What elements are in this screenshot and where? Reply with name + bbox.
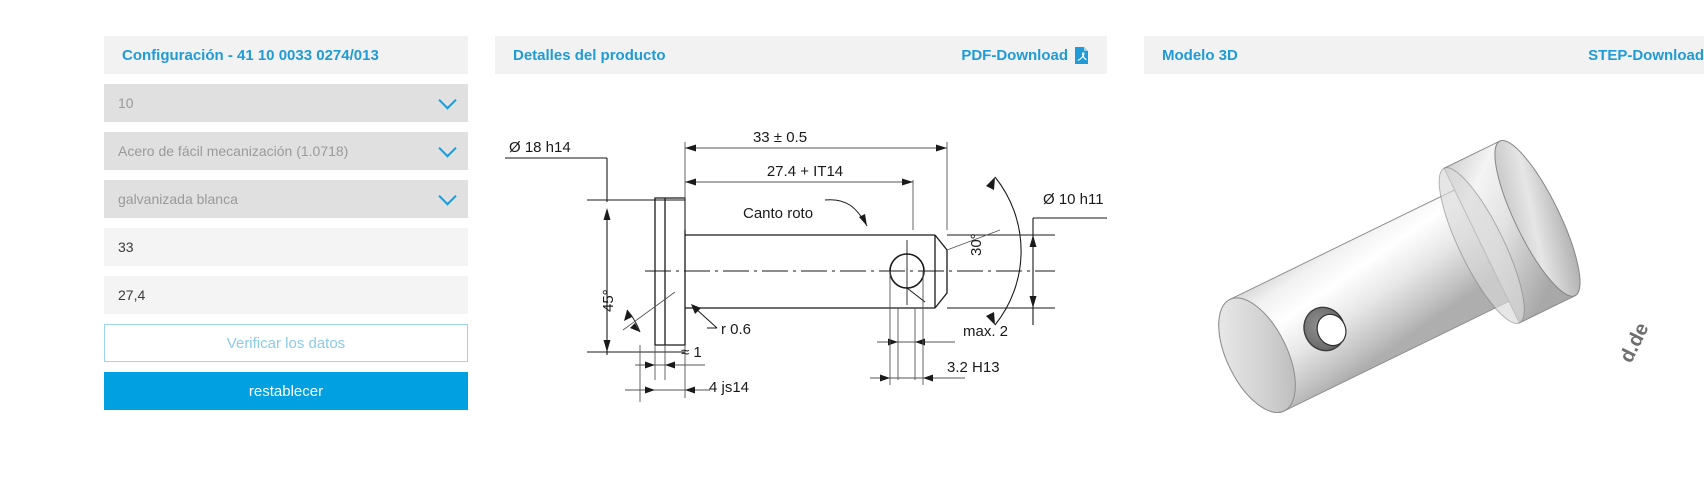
chevron-down-icon [438, 139, 457, 158]
chevron-down-icon [438, 187, 457, 206]
label-broken-edge: Canto roto [743, 205, 813, 222]
verify-data-label: Verificar los datos [226, 334, 346, 352]
verify-data-button[interactable]: Verificar los datos [104, 324, 468, 362]
model-watermark: d.de [1616, 320, 1654, 367]
model-3d-render: d.de [1218, 140, 1654, 413]
label-head-chamfer-angle: 45° [600, 289, 617, 312]
label-chamfer-angle: 30° [968, 233, 985, 256]
model-3d-viewer[interactable]: d.de [1144, 74, 1704, 474]
pdf-download-link[interactable]: PDF-Download [961, 46, 1089, 64]
product-details-panel: Detalles del producto PDF-Download [495, 36, 1107, 410]
usable-length-input-value: 27,4 [118, 287, 146, 303]
usable-length-input[interactable]: 27,4 [104, 276, 468, 314]
product-details-title: Detalles del producto [513, 46, 666, 64]
label-approx-one: ≈ 1 [681, 344, 702, 361]
configurator-title: Configuración - 41 10 0033 0274/013 [122, 46, 379, 64]
label-hole-diameter: 3.2 H13 [947, 359, 1000, 376]
model-3d-title: Modelo 3D [1162, 46, 1238, 64]
reset-button[interactable]: restablecer [104, 372, 468, 410]
label-shank-diameter: Ø 10 h11 [1043, 191, 1104, 208]
technical-drawing: Ø 18 h14 33 ± 0.5 27.4 + IT14 Canto roto… [495, 80, 1107, 410]
material-select[interactable]: Acero de fácil mecanización (1.0718) [104, 132, 468, 170]
pin-geometry: d.de [1218, 140, 1654, 413]
model-3d-header: Modelo 3D STEP-Download [1144, 36, 1704, 74]
coating-select-value: galvanizada blanca [118, 191, 238, 207]
step-download-label: STEP-Download [1588, 46, 1704, 64]
coating-select[interactable]: galvanizada blanca [104, 180, 468, 218]
chevron-down-icon [438, 91, 457, 110]
label-max-two: max. 2 [963, 323, 1008, 340]
diameter-select[interactable]: 10 [104, 84, 468, 122]
diameter-select-value: 10 [118, 95, 134, 111]
label-total-length: 33 ± 0.5 [753, 129, 807, 146]
model-3d-panel: Modelo 3D STEP-Download [1144, 36, 1704, 474]
pdf-download-label: PDF-Download [961, 46, 1068, 64]
technical-drawing-svg: Ø 18 h14 33 ± 0.5 27.4 + IT14 Canto roto… [505, 129, 1107, 402]
length-input[interactable]: 33 [104, 228, 468, 266]
pdf-file-icon [1074, 46, 1089, 64]
step-download-link[interactable]: STEP-Download [1588, 47, 1704, 64]
label-usable-length: 27.4 + IT14 [767, 163, 843, 180]
label-head-diameter: Ø 18 h14 [509, 139, 571, 156]
product-details-header: Detalles del producto PDF-Download [495, 36, 1107, 74]
configurator-header: Configuración - 41 10 0033 0274/013 [104, 36, 468, 74]
material-select-value: Acero de fácil mecanización (1.0718) [118, 143, 349, 159]
label-head-thickness: 4 js14 [709, 379, 749, 396]
reset-label: restablecer [248, 382, 324, 400]
length-input-value: 33 [118, 239, 134, 255]
label-radius: r 0.6 [721, 321, 751, 338]
configurator-panel: Configuración - 41 10 0033 0274/013 10 A… [104, 36, 468, 410]
